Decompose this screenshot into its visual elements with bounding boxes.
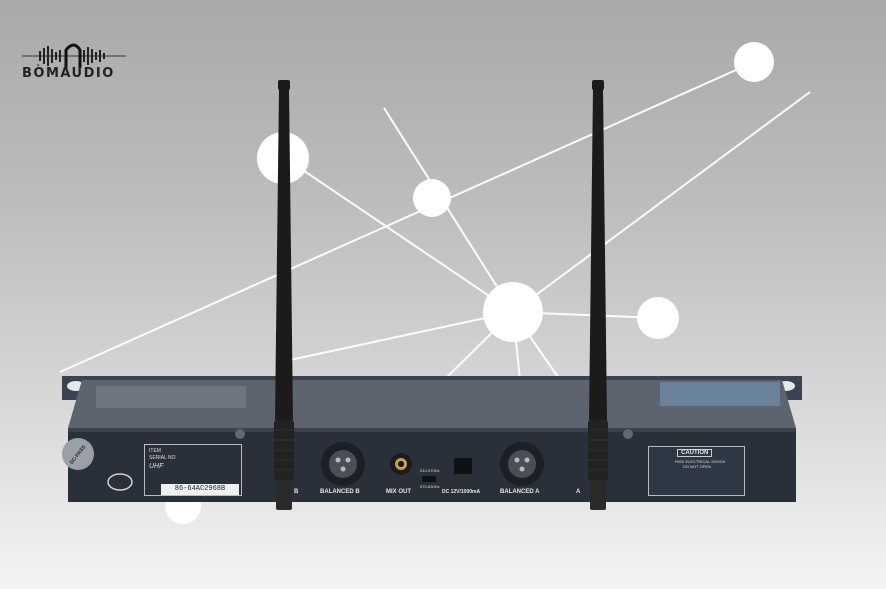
balanced-b-label: BALANCED B [320,489,360,495]
balanced-a-label: BALANCED A [500,489,540,495]
serial-label-line3: UHF [149,463,164,470]
serial-label-line1: ITEM [149,448,161,454]
freq-bottom-label: 570-630Hz [420,484,440,489]
serial-label-line2: SERIAL NO [149,455,176,461]
antenna-left [274,80,294,510]
caution-title: CAUTION [677,449,713,457]
freq-top-label: 510-570Hz [420,468,440,473]
a-fragment-label: A [576,489,581,495]
caution-line1: RISK ELECTRICAL SHOCK [675,459,726,464]
serial-label: ITEM SERIAL NO UHF 86-64AC2968B [144,444,242,496]
brand-name: BÒMAUDIO [22,66,115,81]
b-fragment-label: B [294,489,299,495]
receiver-rear-panel: DC-PASS ITEM SERIAL NO UHF 86-64AC2968B … [62,372,802,504]
brand-logo: BÒMAUDIO [22,42,126,82]
dc-label: DC 12V/1000mA [442,489,481,495]
antenna-right [588,80,608,510]
mix-out-label: MIX OUT [386,489,411,495]
caution-label: CAUTION RISK ELECTRICAL SHOCK DO NOT OPE… [648,446,745,496]
caution-line2: DO NOT OPEN [683,464,711,469]
serial-number: 86-64AC2968B [161,484,239,495]
waveform-logo-icon [22,43,126,68]
